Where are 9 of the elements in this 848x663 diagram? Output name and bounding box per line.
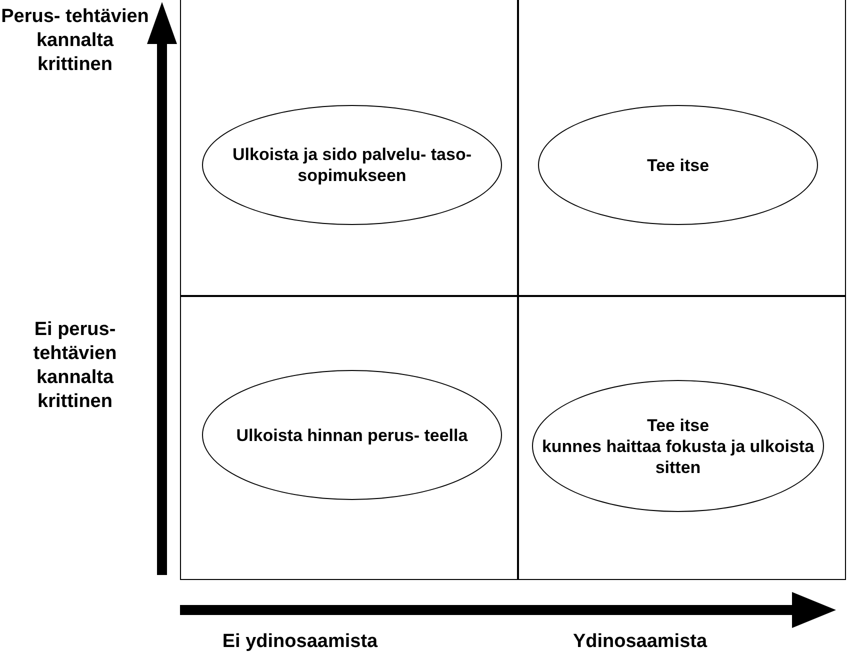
axis-label: Ei ydinosaamista — [221, 630, 379, 654]
strategy-text: Tee itse — [646, 414, 710, 436]
strategy-text: Tee itse — [646, 154, 710, 176]
strategy-text: Ulkoista hinnan perus- teella — [236, 424, 468, 446]
axis-label: Ei perus- tehtävien kannalta krittinen — [32, 318, 118, 414]
strategy-text: kunnes haittaa fokusta ja ulkoista sitten — [540, 436, 816, 478]
axis-label: Ydinosaamista — [572, 630, 708, 654]
strategy-text: Ulkoista ja sido palvelu- taso-sopimukseen — [231, 144, 472, 186]
axis-label: Perus- tehtävien kannalta krittinen — [0, 5, 150, 77]
